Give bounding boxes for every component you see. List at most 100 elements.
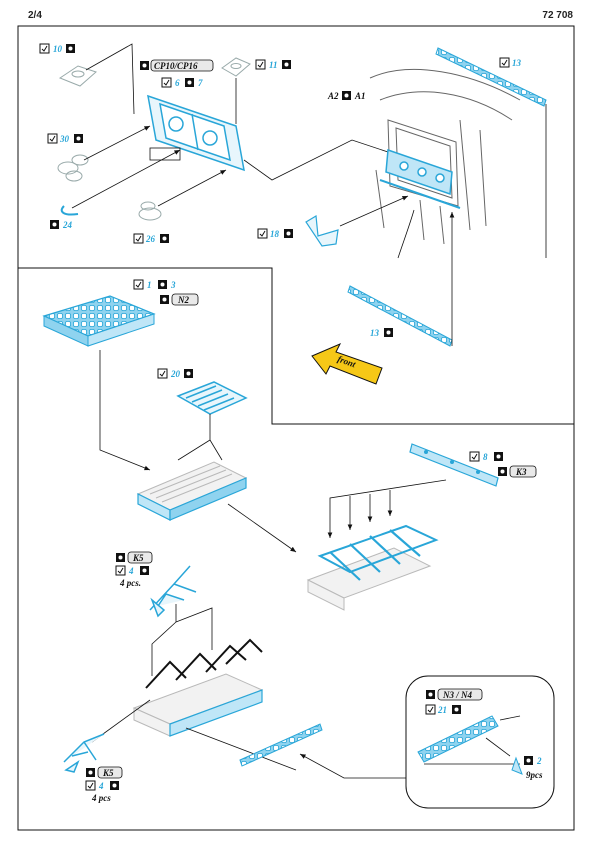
chassis-assembly-2 [306, 524, 439, 611]
page-number: 2/4 [28, 10, 42, 21]
leader-chassis-3 [185, 727, 297, 771]
part-2-small [511, 756, 523, 775]
leader-rail [299, 753, 406, 779]
part-num-4a: 4 [128, 566, 134, 576]
label-group-30: 30 [47, 133, 83, 144]
part-30-sketch [57, 154, 89, 182]
leader-10 [85, 43, 135, 115]
part-num-2: 2 [536, 756, 542, 766]
bend-check-icon [257, 228, 268, 239]
part-num-30: 30 [59, 134, 70, 144]
part-8-strip [409, 443, 499, 487]
bend-check-icon [425, 704, 436, 715]
part-num-24: 24 [62, 220, 73, 230]
bend-check-icon [499, 57, 510, 68]
bend-check-icon [39, 43, 50, 54]
bend-check-icon [85, 780, 96, 791]
bend-check-icon [255, 59, 266, 70]
part-num-10: 10 [53, 44, 63, 54]
bend-check-icon [47, 133, 58, 144]
leader-cab [397, 209, 415, 259]
k5-label-a: K5 [132, 553, 144, 563]
bend-check-icon [161, 77, 172, 88]
label-group-13b: 13 [370, 328, 393, 338]
part-6-panel [147, 94, 245, 172]
leader-20 [177, 414, 223, 461]
label-group-21: N3 / N4 21 [425, 688, 483, 715]
front-arrow-icon [311, 343, 383, 385]
label-group-20: 20 [157, 368, 193, 379]
label-group-k5-b: K5 4 4 pcs [85, 766, 123, 803]
leader-24 [71, 149, 181, 209]
label-group-24: 24 [50, 220, 73, 230]
label-group-8: 8 K3 [469, 451, 537, 478]
part-21-ladder [417, 715, 499, 763]
section-divider [18, 267, 574, 425]
part-num-20: 20 [170, 369, 181, 379]
part-num-6: 6 [175, 78, 180, 88]
part-num-26: 26 [145, 234, 156, 244]
leader-26 [157, 169, 227, 207]
leader-k5-top [151, 604, 213, 676]
kit-code: 72 708 [542, 10, 573, 21]
part-10-sketch [58, 65, 97, 87]
detail-box [405, 675, 555, 809]
label-group-6-7: CP10/CP16 6 7 [140, 59, 214, 88]
part-num-21: 21 [437, 705, 447, 715]
part-20-frame [176, 381, 248, 415]
n2-label: N2 [177, 295, 189, 305]
bend-check-icon [469, 451, 480, 462]
label-group-26: 26 [133, 233, 169, 244]
leader-30 [83, 125, 151, 161]
part-4-bracket-b [63, 733, 105, 773]
pcs-label-b: 4 pcs [91, 793, 111, 803]
page-frame [17, 25, 575, 831]
label-group-11: 11 [255, 59, 291, 70]
part-num-13b: 13 [370, 328, 380, 338]
leader-21 [424, 715, 521, 765]
leader-chassis-1 [227, 503, 297, 553]
cab-strip [379, 179, 461, 209]
part-24-hook [60, 205, 79, 216]
pcs-label-9: 9pcs [526, 770, 543, 780]
part-11-sketch [221, 57, 251, 77]
label-a2: A2 [327, 91, 339, 101]
bend-check-icon [133, 233, 144, 244]
label-group-1-3: 1 3 N2 [133, 279, 199, 306]
leader-2 [485, 737, 511, 757]
part-13-strip-top [435, 47, 547, 107]
part-1-grid [42, 295, 156, 347]
label-group-13a: 13 [499, 57, 522, 68]
bend-check-icon [133, 279, 144, 290]
leader-18 [339, 195, 409, 227]
leader-1 [99, 350, 151, 471]
leader-panel-to-cab [243, 139, 389, 181]
part-13-strip-bottom [347, 285, 453, 347]
part-num-1: 1 [147, 280, 152, 290]
part-num-13a: 13 [512, 58, 522, 68]
cp-label: CP10/CP16 [154, 61, 198, 71]
part-num-18: 18 [270, 229, 280, 239]
label-group-18: 18 [257, 228, 293, 239]
label-a1: A1 [354, 91, 366, 101]
dash-plate [385, 148, 453, 196]
bend-check-icon [115, 565, 126, 576]
part-num-8: 8 [483, 452, 488, 462]
panel-plate [149, 147, 181, 161]
part-num-4b: 4 [98, 781, 104, 791]
label-group-a2-a1: A2 A1 [327, 91, 366, 101]
label-group-2: 2 9pcs [524, 756, 543, 780]
part-num-11: 11 [269, 60, 278, 70]
label-group-k5-a: K5 4 4 pcs. [115, 551, 153, 588]
part-num-7: 7 [198, 78, 203, 88]
part-num-3: 3 [170, 280, 176, 290]
rail-part [239, 723, 323, 767]
chassis-assembly-1 [136, 461, 248, 521]
part-26-sketch [138, 201, 162, 221]
part-4-bracket-a [149, 565, 197, 618]
k3-label: K3 [515, 467, 527, 477]
k5-label-b: K5 [102, 768, 114, 778]
label-group-10: 10 [39, 43, 75, 54]
leader-8a [327, 479, 447, 538]
